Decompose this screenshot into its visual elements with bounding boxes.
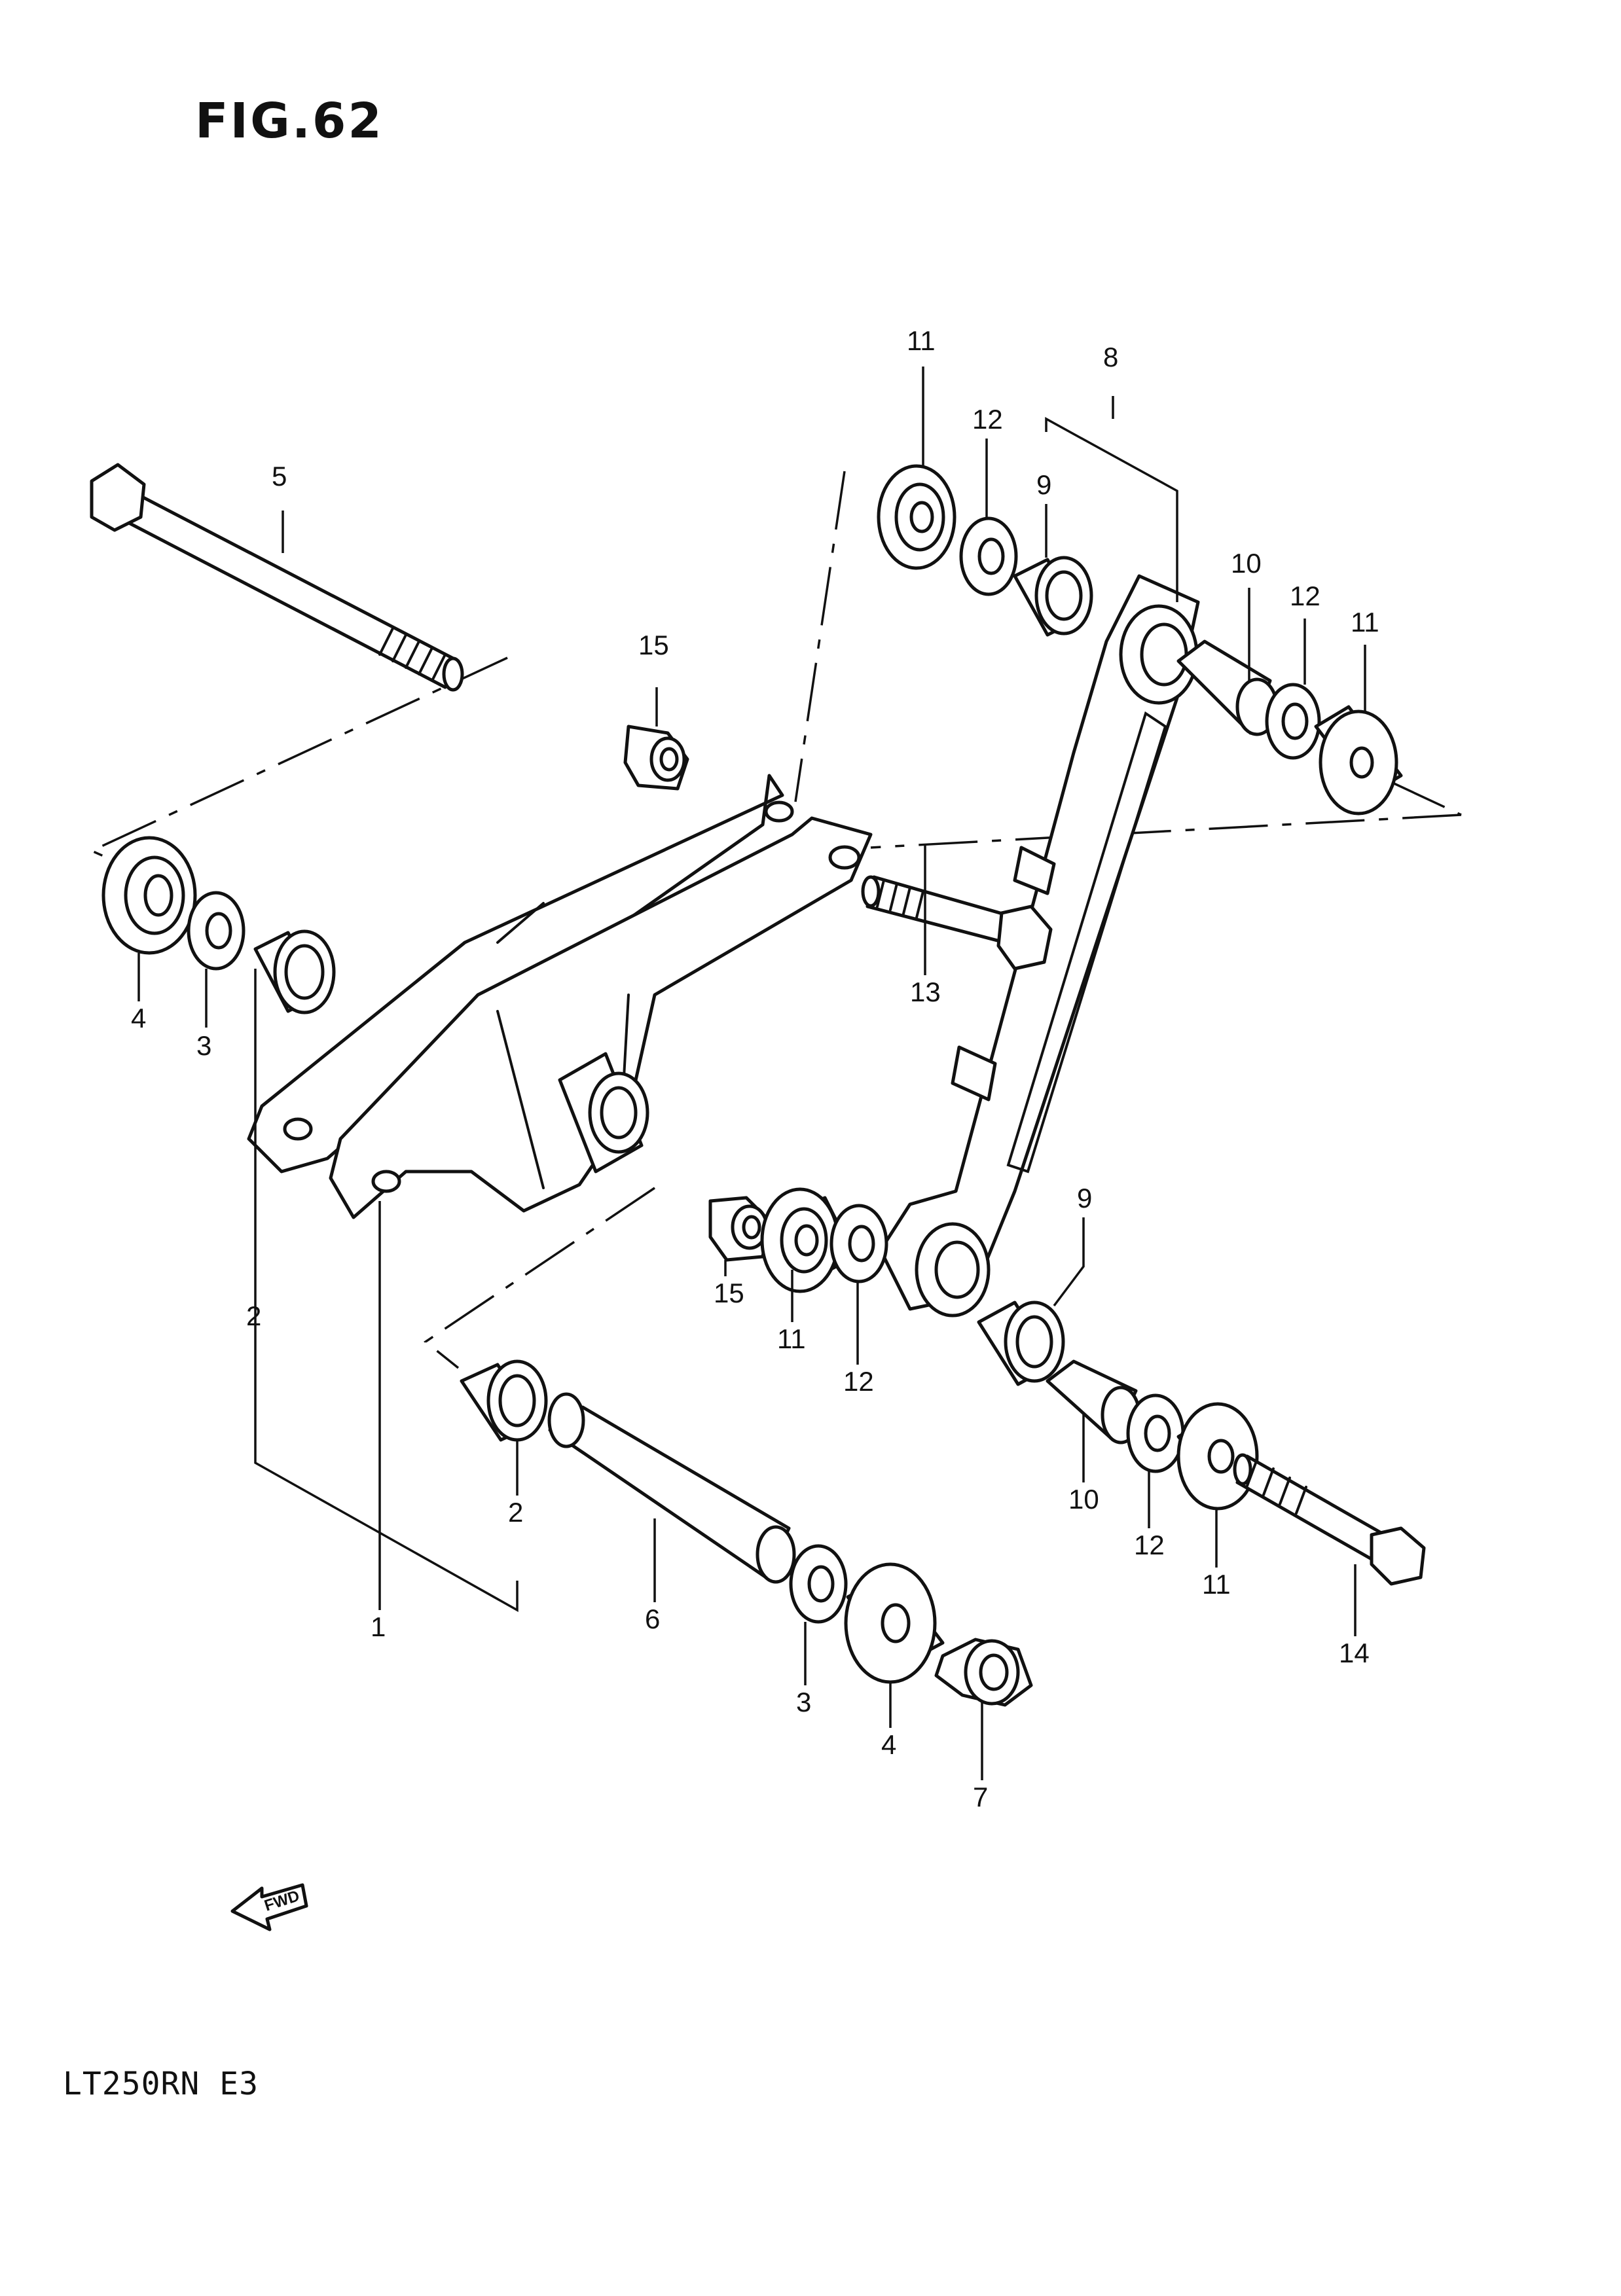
part-13-bolt[interactable]: [861, 875, 1053, 971]
callout-2-lower: 2: [508, 1497, 523, 1528]
part-10-spacer-upper[interactable]: [1176, 639, 1279, 736]
callout-14: 14: [1339, 1638, 1370, 1668]
callout-11-lower-right: 11: [1202, 1569, 1231, 1600]
callout-12-upper-right: 12: [1290, 581, 1320, 611]
part-3-washer-lower[interactable]: [789, 1544, 848, 1624]
part-15-nut-upper[interactable]: [623, 725, 689, 791]
part-15-nut-lower[interactable]: [708, 1196, 771, 1262]
axis-line-upper-link: [794, 471, 846, 802]
model-code: LT250RN E3: [63, 2066, 259, 2102]
part-2-bearing-left[interactable]: [253, 929, 336, 1014]
part-11-washer-upper-right[interactable]: [1314, 705, 1403, 816]
callout-11-upper-right: 11: [1351, 607, 1379, 637]
callout-2-upper: 2: [246, 1300, 261, 1331]
axis-line-bolt-13: [870, 814, 1462, 849]
part-9-bearing-lower[interactable]: [977, 1300, 1065, 1386]
forward-direction-arrow: FWD: [230, 1883, 308, 1931]
callout-4-lower: 4: [881, 1729, 896, 1760]
part-12-washer-lower-right[interactable]: [1126, 1393, 1185, 1473]
callout-3-left: 3: [196, 1030, 211, 1061]
callout-4-left: 4: [131, 1003, 146, 1033]
callout-7: 7: [973, 1782, 988, 1812]
callout-1: 1: [371, 1611, 386, 1642]
callout-10-upper: 10: [1231, 548, 1262, 579]
part-14-bolt[interactable]: [1233, 1453, 1426, 1586]
callout-13: 13: [910, 977, 941, 1007]
callout-10-lower: 10: [1068, 1484, 1099, 1515]
callout-9-lower: 9: [1077, 1183, 1092, 1213]
part-9-bearing-upper[interactable]: [1013, 556, 1093, 637]
callout-5: 5: [272, 461, 287, 492]
part-12-washer-upper-right[interactable]: [1265, 683, 1321, 760]
callout-12-upper-left: 12: [972, 404, 1003, 435]
part-11-washer-upper-left[interactable]: [877, 464, 956, 570]
leader-2-pair: [254, 969, 519, 1612]
callout-12-lower-left: 12: [843, 1366, 874, 1397]
part-2-bearing-lower[interactable]: [460, 1359, 548, 1442]
axis-line-bolt-5: [88, 656, 508, 867]
part-10-spacer-lower[interactable]: [1046, 1359, 1141, 1444]
callout-3-lower: 3: [796, 1687, 811, 1717]
leader-8: [1045, 396, 1178, 602]
part-1-cushion-lever[interactable]: [247, 774, 873, 1219]
callout-6: 6: [645, 1604, 660, 1634]
callout-11-lower-left: 11: [777, 1323, 806, 1354]
callout-12-lower-right: 12: [1134, 1530, 1165, 1560]
part-5-bolt[interactable]: [90, 463, 464, 692]
callout-11-upper-left: 11: [907, 325, 936, 356]
part-7-nut[interactable]: [934, 1638, 1033, 1707]
callout-15-upper: 15: [638, 630, 669, 660]
part-4-dust-seal-left[interactable]: [101, 836, 197, 955]
callout-9-upper: 9: [1036, 469, 1051, 500]
part-11-washer-lower-right[interactable]: [1176, 1402, 1266, 1511]
leader-9-lower: [1053, 1217, 1085, 1307]
figure-title: FIG.62: [195, 93, 384, 149]
part-6-spacer[interactable]: [547, 1392, 796, 1584]
axis-line-pivot-6: [424, 1187, 655, 1369]
callout-8: 8: [1103, 342, 1118, 372]
axis-line-washer-11-right: [1391, 781, 1462, 816]
part-12-washer-upper-left[interactable]: [959, 516, 1018, 596]
part-4-dust-seal-lower[interactable]: [844, 1562, 945, 1684]
callout-15-lower: 15: [714, 1278, 744, 1308]
part-3-washer-left[interactable]: [187, 891, 246, 971]
part-11-washer-lower-left[interactable]: [760, 1187, 856, 1293]
part-12-washer-lower-left[interactable]: [829, 1204, 888, 1283]
